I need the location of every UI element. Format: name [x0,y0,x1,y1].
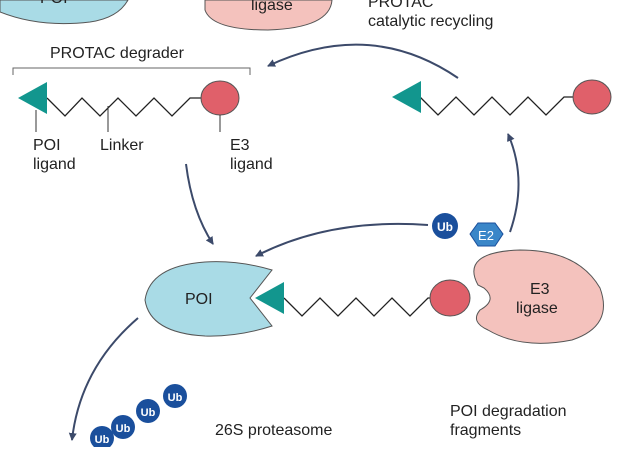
poi-ligand-label-line2: ligand [33,156,76,173]
linker-chain-right [419,96,578,116]
ub-circle-e2 [432,213,458,239]
e3-ligase-label-line1: E3 [530,281,550,298]
ub-circle-chain-3 [136,399,160,423]
proteasome-label: 26S proteasome [215,422,333,439]
e3-ligand-ellipse-left [200,80,240,116]
ub-label-e2: Ub [437,220,453,234]
degrader-title: PROTAC degrader [50,45,184,62]
upward-arrow-right [507,133,520,233]
poi-ligand-label-line1: POI [33,137,61,154]
degradation-arrow [68,317,139,441]
poi-shape [144,261,273,337]
recycling-title-line1: PROTAC [368,0,434,11]
poi-label: POI [185,291,213,308]
fragments-label-line2: fragments [450,422,522,439]
e3-ligase-shape [473,249,604,344]
poi-ligand-triangle-right [392,81,421,113]
ub-label-chain-4: Ub [168,392,183,404]
e3-ligase-label-line2: ligase [516,300,558,317]
linker-label: Linker [100,137,144,154]
ub-circle-chain-1 [90,426,114,450]
linker-chain-complex [283,297,436,317]
e3-ligand-ellipse-right [572,79,612,115]
ub-circle-chain-2 [111,415,135,439]
e3-ligand-ellipse-complex [429,279,471,317]
linker-chain-left [46,97,206,117]
ub-circle-chain-4 [163,384,187,408]
ub-label-chain-2: Ub [116,423,131,435]
e3-partial-shape [204,0,333,31]
degrader-bracket [12,67,251,75]
fragments-label-line1: POI degradation [450,403,567,420]
e2-label: E2 [478,228,494,243]
poi-partial-label: POI [40,0,68,8]
poi-partial-shape [0,0,129,25]
e3-partial-label: ligase [251,0,293,14]
e3-ligand-label-line1: E3 [230,137,250,154]
recycling-title-line2: catalytic recycling [368,13,494,30]
e2-hexagon [469,222,504,247]
poi-ligand-triangle-left [18,82,47,114]
recycling-arrow [267,43,459,79]
ub-label-chain-3: Ub [141,407,156,419]
e3-ligand-label-line2: ligand [230,156,273,173]
poi-ligand-triangle-complex [255,282,284,314]
ub-label-chain-1: Ub [95,434,110,446]
down-arrow-left [185,163,214,245]
ub-transfer-arrow [255,222,429,257]
